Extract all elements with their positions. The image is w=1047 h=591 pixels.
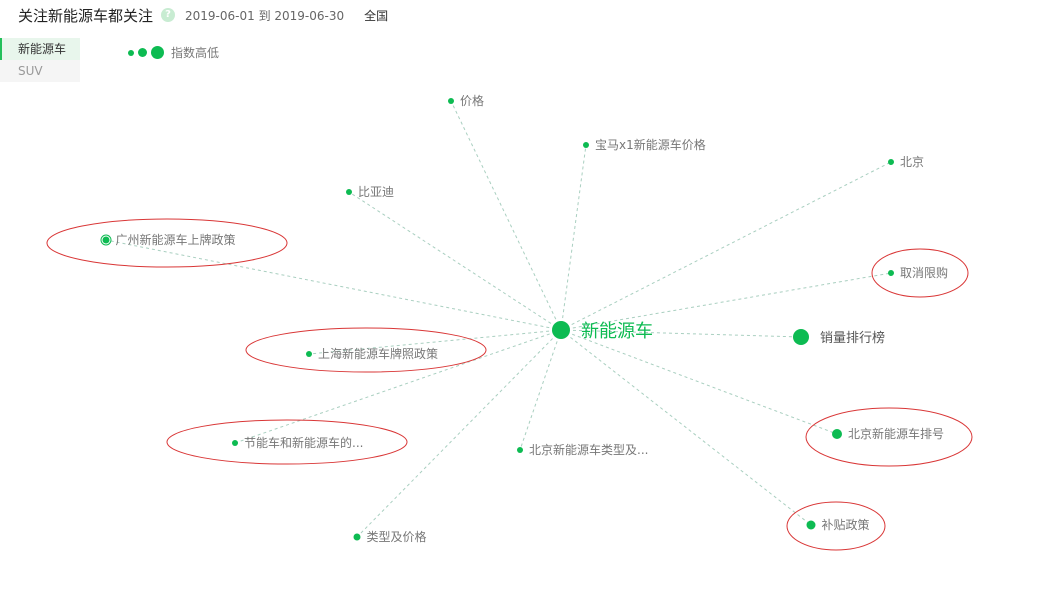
page-title: 关注新能源车都关注: [18, 6, 154, 25]
graph-node[interactable]: [102, 236, 110, 244]
help-icon[interactable]: ?: [161, 8, 176, 22]
date-range: 2019-06-01 到 2019-06-30: [185, 8, 345, 23]
graph-node[interactable]: [888, 270, 894, 276]
annotation-ellipse: [786, 501, 886, 551]
annotation-ellipse: [245, 327, 487, 373]
annotation-ellipse: [46, 218, 288, 268]
graph-edge: [308, 329, 562, 355]
graph-edge: [560, 329, 802, 338]
graph-node-label[interactable]: 价格: [460, 93, 484, 108]
graph-node-label[interactable]: 比亚迪: [358, 185, 394, 199]
graph-edge: [105, 239, 562, 331]
legend-dot-medium: [138, 48, 147, 57]
graph-node-label[interactable]: 宝马x1新能源车价格: [595, 137, 706, 152]
graph-node[interactable]: [346, 189, 352, 195]
graph-center-node[interactable]: [552, 321, 570, 339]
index-legend: 指数高低: [128, 44, 219, 61]
legend-dot-small: [128, 49, 134, 56]
graph-node[interactable]: [793, 329, 809, 345]
graph-edge: [560, 329, 838, 435]
annotation-circles: [46, 218, 973, 551]
graph-edge: [560, 329, 812, 526]
graph-node-label[interactable]: 广州新能源车上牌政策: [116, 232, 236, 247]
graph-node[interactable]: [888, 159, 894, 165]
graph-node[interactable]: [448, 98, 454, 104]
graph-edge: [450, 100, 562, 331]
graph-center-label[interactable]: 新能源车: [581, 321, 653, 342]
graph-node-label[interactable]: 销量排行榜: [820, 330, 885, 346]
graph-node[interactable]: [517, 447, 523, 453]
graph-nodes: 价格宝马x1新能源车价格北京比亚迪广州新能源车上牌政策取消限购销量排行榜上海新能…: [100, 93, 948, 544]
graph-node[interactable]: [306, 351, 312, 357]
graph-node-label[interactable]: 节能车和新能源车的...: [244, 435, 363, 450]
graph-node-label[interactable]: 补贴政策: [822, 518, 870, 532]
region-label: 全国: [364, 8, 389, 23]
graph-node[interactable]: [832, 429, 842, 439]
graph-node[interactable]: [806, 520, 816, 530]
graph-node-label[interactable]: 北京: [900, 155, 924, 169]
tab-suv[interactable]: SUV: [0, 60, 80, 82]
category-tabs: 新能源车 SUV: [0, 38, 80, 82]
graph-edge: [560, 272, 892, 331]
graph-node[interactable]: [232, 440, 238, 446]
header: 关注新能源车都关注 ? 2019-06-01 到 2019-06-30 全国: [18, 4, 388, 26]
graph-node-label[interactable]: 类型及价格: [367, 529, 427, 544]
graph-node[interactable]: [353, 533, 361, 541]
graph-edge: [519, 329, 562, 451]
annotation-ellipse: [805, 407, 973, 467]
graph-edge: [560, 144, 587, 331]
annotation-ellipse: [871, 248, 969, 298]
tab-new-energy-car[interactable]: 新能源车: [0, 38, 80, 60]
graph-node-label[interactable]: 上海新能源车牌照政策: [318, 346, 438, 361]
graph-node[interactable]: [583, 142, 589, 148]
graph-node-label[interactable]: 北京新能源车类型及...: [529, 442, 648, 457]
graph-edge: [560, 161, 892, 331]
legend-label: 指数高低: [171, 46, 220, 60]
graph-node-label[interactable]: 北京新能源车排号: [848, 426, 944, 441]
graph-node-label[interactable]: 取消限购: [900, 265, 948, 280]
legend-dot-large: [151, 46, 164, 59]
graph-edge: [356, 329, 562, 538]
annotation-ellipse: [166, 419, 408, 465]
graph-edges: [105, 100, 892, 538]
graph-edge: [348, 191, 562, 331]
